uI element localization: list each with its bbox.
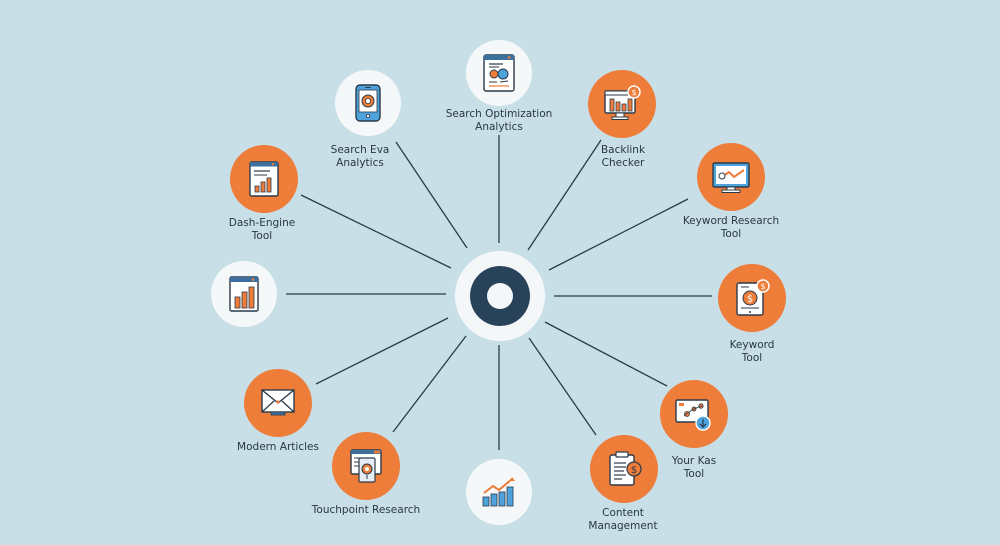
connector-right-upper bbox=[548, 198, 689, 271]
label-line-1: Modern Articles bbox=[237, 441, 319, 453]
node-analytics-dashboard[interactable] bbox=[211, 261, 277, 327]
node-label: Keyword Tool bbox=[730, 339, 775, 365]
label-line-1: Search Optimization bbox=[445, 108, 553, 120]
connector-top-left bbox=[395, 141, 468, 249]
node-content-management[interactable]: $ bbox=[590, 435, 658, 503]
mobile-gear-icon bbox=[353, 83, 383, 123]
node-label: Search Optimization Analytics bbox=[446, 108, 553, 134]
svg-text:$: $ bbox=[747, 294, 753, 305]
label-line-2: Management bbox=[588, 520, 658, 532]
node-label: Modern Articles bbox=[237, 441, 319, 454]
label-line-2: Tool bbox=[720, 228, 742, 240]
svg-text:$: $ bbox=[631, 465, 637, 476]
hub-core bbox=[487, 283, 513, 309]
node-label: Dash-Engine Tool bbox=[229, 217, 295, 243]
node-growth-chart[interactable] bbox=[466, 459, 532, 525]
node-search-eva-analytics[interactable] bbox=[335, 70, 401, 136]
document-target-icon bbox=[346, 446, 386, 486]
label-line-2: Tool bbox=[251, 230, 273, 242]
label-line-1: Keyword Research bbox=[682, 215, 780, 227]
clipboard-dollar-icon: $ bbox=[604, 449, 644, 489]
label-line-1: Content bbox=[602, 507, 644, 519]
connector-left-upper bbox=[300, 194, 452, 269]
tablet-dollar-icon: $ $ bbox=[732, 278, 772, 318]
label-line-1: Keyword bbox=[729, 339, 775, 351]
monitor-chart-icon: $ bbox=[602, 85, 642, 123]
label-line-2: Analytics bbox=[336, 157, 384, 169]
svg-text:$: $ bbox=[631, 88, 636, 97]
connector-top-right bbox=[527, 139, 602, 251]
node-your-kas-tool[interactable] bbox=[660, 380, 728, 448]
node-keyword-tool[interactable]: $ $ bbox=[718, 264, 786, 332]
node-dash-engine-tool[interactable] bbox=[230, 145, 298, 213]
map-download-icon bbox=[672, 394, 716, 434]
node-label: Backlink Checker bbox=[601, 144, 645, 170]
node-touchpoint-research[interactable] bbox=[332, 432, 400, 500]
node-label: Keyword Research Tool bbox=[683, 215, 779, 241]
label-line-2: Analytics bbox=[475, 121, 523, 133]
node-search-optimization-analytics[interactable] bbox=[466, 40, 532, 106]
label-line-1: Dash-Engine bbox=[228, 217, 296, 229]
label-line-1: Your Kas bbox=[671, 455, 717, 467]
monitor-trend-icon bbox=[710, 159, 752, 195]
node-label: Your Kas Tool bbox=[672, 455, 716, 481]
connector-bottom-left bbox=[392, 335, 467, 433]
node-label: Content Management bbox=[588, 507, 657, 533]
browser-bar-chart-icon bbox=[247, 160, 281, 198]
label-line-1: Backlink bbox=[600, 144, 646, 156]
connector-left-lower bbox=[315, 317, 449, 385]
node-label: Search Eva Analytics bbox=[331, 144, 390, 170]
connector-right-lower bbox=[544, 321, 668, 387]
connector-bottom-right bbox=[528, 337, 597, 436]
web-page-analytics-icon bbox=[481, 53, 517, 93]
svg-text:$: $ bbox=[760, 282, 765, 291]
node-modern-articles[interactable] bbox=[244, 369, 312, 437]
label-line-2: Checker bbox=[601, 157, 645, 169]
node-keyword-research-tool[interactable] bbox=[697, 143, 765, 211]
browser-bar-chart-icon bbox=[227, 275, 261, 313]
envelope-icon bbox=[258, 386, 298, 420]
node-backlink-checker[interactable]: $ bbox=[588, 70, 656, 138]
node-label: Touchpoint Research bbox=[312, 504, 420, 517]
label-line-1: Touchpoint Research bbox=[311, 504, 421, 516]
growth-chart-icon bbox=[479, 475, 519, 509]
label-line-2: Tool bbox=[741, 352, 763, 364]
label-line-1: Search Eva bbox=[330, 144, 390, 156]
label-line-2: Tool bbox=[683, 468, 705, 480]
